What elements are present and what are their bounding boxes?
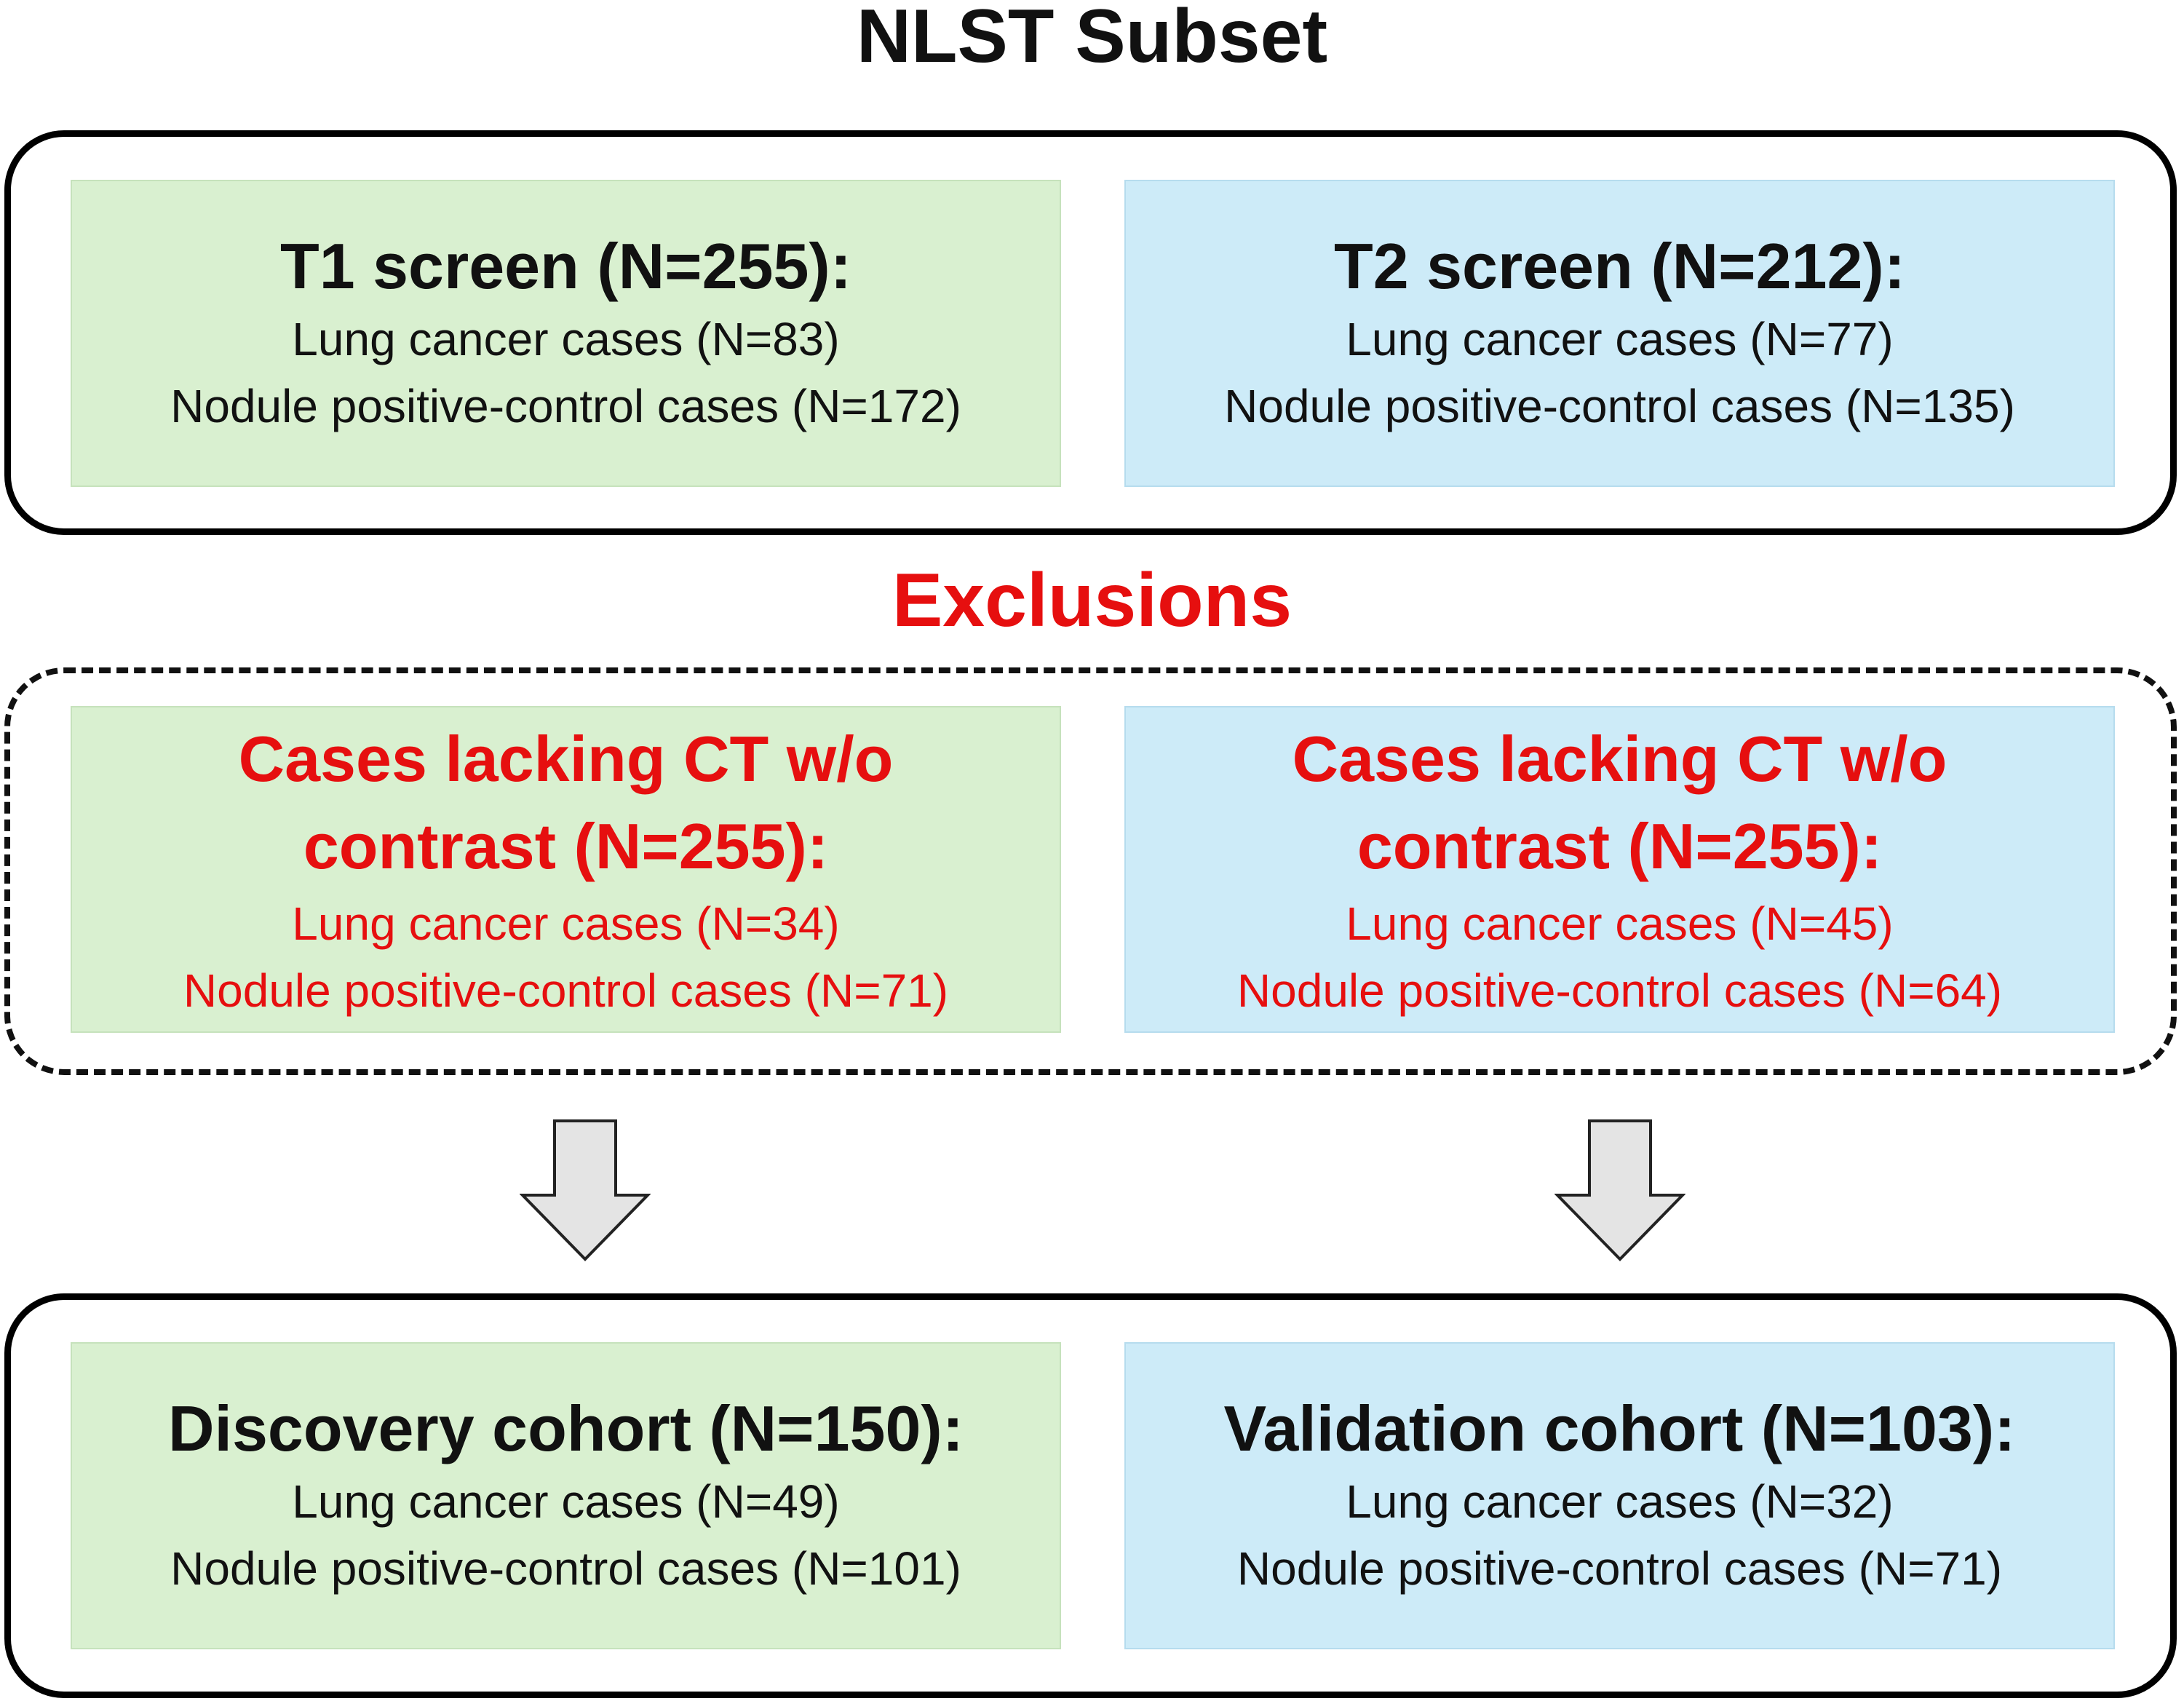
discovery-lung-cancer-cases: Lung cancer cases (N=49) [292,1475,840,1528]
t2-lung-cancer-cases: Lung cancer cases (N=77) [1346,313,1894,365]
discovery-cohort-title: Discovery cohort (N=150): [167,1392,964,1464]
diagram-title: NLST Subset [856,0,1328,79]
t2-screen-box: T2 screen (N=212): Lung cancer cases (N=… [1124,180,2115,487]
exclusion-left-title-line2: contrast (N=255): [303,809,829,882]
exclusion-right-box: Cases lacking CT w/o contrast (N=255): L… [1124,706,2115,1033]
t1-lung-cancer-cases: Lung cancer cases (N=83) [292,313,840,365]
exclusions-heading: Exclusions [892,558,1292,643]
t2-nodule-control-cases: Nodule positive-control cases (N=135) [1224,380,2015,432]
validation-nodule-control-cases: Nodule positive-control cases (N=71) [1236,1542,2003,1595]
validation-lung-cancer-cases: Lung cancer cases (N=32) [1346,1475,1894,1528]
t1-screen-title: T1 screen (N=255): [279,230,852,302]
exclusion-left-title-line1: Cases lacking CT w/o [238,722,894,795]
validation-cohort-box: Validation cohort (N=103): Lung cancer c… [1124,1342,2115,1649]
discovery-cohort-box: Discovery cohort (N=150): Lung cancer ca… [71,1342,1061,1649]
exclusion-right-title-line1: Cases lacking CT w/o [1292,722,1947,795]
exclusion-left-nodule-control-cases: Nodule positive-control cases (N=71) [183,964,949,1017]
down-arrow-icon [1554,1119,1685,1261]
exclusion-left-box: Cases lacking CT w/o contrast (N=255): L… [71,706,1061,1033]
validation-cohort-title: Validation cohort (N=103): [1223,1392,2016,1464]
exclusions-group [4,667,2177,1075]
exclusion-left-lung-cancer-cases: Lung cancer cases (N=34) [292,897,840,950]
t2-screen-title: T2 screen (N=212): [1333,230,1906,302]
screens-group [4,130,2177,535]
t1-nodule-control-cases: Nodule positive-control cases (N=172) [170,380,961,432]
exclusion-right-nodule-control-cases: Nodule positive-control cases (N=64) [1236,964,2003,1017]
down-arrow-icon [520,1119,651,1261]
exclusion-right-title-line2: contrast (N=255): [1357,809,1883,882]
discovery-nodule-control-cases: Nodule positive-control cases (N=101) [170,1542,961,1595]
exclusion-right-lung-cancer-cases: Lung cancer cases (N=45) [1346,897,1894,950]
cohorts-group [4,1293,2177,1698]
t1-screen-box: T1 screen (N=255): Lung cancer cases (N=… [71,180,1061,487]
